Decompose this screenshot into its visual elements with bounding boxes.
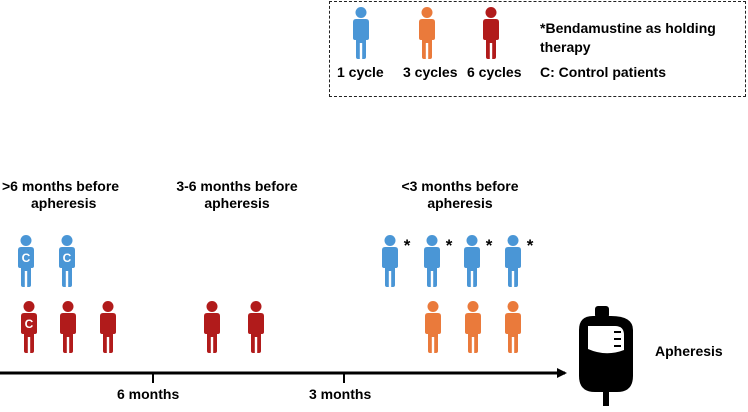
person-head: [250, 301, 262, 312]
patient-person-icon: [465, 301, 481, 353]
person-head: [23, 301, 35, 312]
person-body: [424, 247, 440, 287]
person-head: [61, 235, 73, 246]
period-3-6-months-line1: 3-6 months before: [176, 178, 298, 194]
person-body: [18, 247, 34, 287]
period-under-3-months-line2: apheresis: [427, 195, 493, 211]
person-head: [507, 235, 519, 246]
person-body: [59, 247, 75, 287]
apheresis-label: Apheresis: [655, 343, 723, 359]
legend-holding-note: *Bendamustine as holding therapy: [540, 19, 740, 57]
patient-person-icon: *: [382, 235, 411, 287]
period-over-6-months-line2: apheresis: [31, 195, 97, 211]
person-body: [505, 313, 521, 353]
control-mark: C: [63, 251, 72, 265]
person-body: [353, 19, 369, 59]
period-over-6-months-line1: >6 months before: [2, 178, 120, 194]
person-head: [485, 7, 497, 18]
holding-therapy-marker: *: [486, 236, 493, 255]
person-head: [427, 301, 439, 312]
legend-3-cycles-person-icon: [419, 7, 435, 59]
person-body: [425, 313, 441, 353]
legend-control-note: C: Control patients: [540, 64, 666, 80]
person-body: [100, 313, 116, 353]
control-mark: C: [25, 317, 34, 331]
person-head: [206, 301, 218, 312]
patient-person-icon: *: [505, 235, 534, 287]
person-head: [62, 301, 74, 312]
patient-person-icon: [505, 301, 521, 353]
tick-label-6-months: 6 months: [117, 386, 180, 402]
person-head: [466, 235, 478, 246]
patient-person-icon: [425, 301, 441, 353]
legend-1-cycle-person-icon: [353, 7, 369, 59]
person-head: [102, 301, 114, 312]
control-mark: C: [22, 251, 31, 265]
person-body: [21, 313, 37, 353]
person-body: [505, 247, 521, 287]
legend-label-1-cycle: 1 cycle: [337, 64, 384, 80]
person-head: [507, 301, 519, 312]
person-body: [382, 247, 398, 287]
patient-person-icon: C: [18, 235, 34, 287]
person-head: [384, 235, 396, 246]
period-3-6-months-line2: apheresis: [204, 195, 270, 211]
holding-note-marker: *: [540, 20, 546, 36]
person-body: [204, 313, 220, 353]
patient-person-icon: [60, 301, 76, 353]
legend-label-3-cycles: 3 cycles: [403, 64, 458, 80]
legend-label-6-cycles: 6 cycles: [467, 64, 522, 80]
patient-person-icon: [248, 301, 264, 353]
holding-therapy-marker: *: [527, 236, 534, 255]
period-under-3-months-line1: <3 months before: [401, 178, 519, 194]
person-body: [419, 19, 435, 59]
patient-person-icon: [100, 301, 116, 353]
patient-person-icon: *: [424, 235, 453, 287]
legend-box: [329, 1, 746, 97]
person-head: [467, 301, 479, 312]
holding-note-text: Bendamustine as holding therapy: [540, 20, 716, 55]
patient-person-icon: C: [59, 235, 75, 287]
holding-therapy-marker: *: [404, 236, 411, 255]
blood-bag-icon: [579, 306, 633, 406]
tick-label-3-months: 3 months: [309, 386, 372, 402]
legend-6-cycles-person-icon: [483, 7, 499, 59]
person-head: [426, 235, 438, 246]
person-head: [355, 7, 367, 18]
patient-person-icon: C: [21, 301, 37, 353]
person-head: [421, 7, 433, 18]
patient-person-icon: *: [464, 235, 493, 287]
patient-icons: C C C * * * *: [18, 7, 534, 353]
person-head: [20, 235, 32, 246]
person-body: [465, 313, 481, 353]
person-body: [464, 247, 480, 287]
holding-therapy-marker: *: [446, 236, 453, 255]
person-body: [483, 19, 499, 59]
person-body: [248, 313, 264, 353]
person-body: [60, 313, 76, 353]
patient-person-icon: [204, 301, 220, 353]
